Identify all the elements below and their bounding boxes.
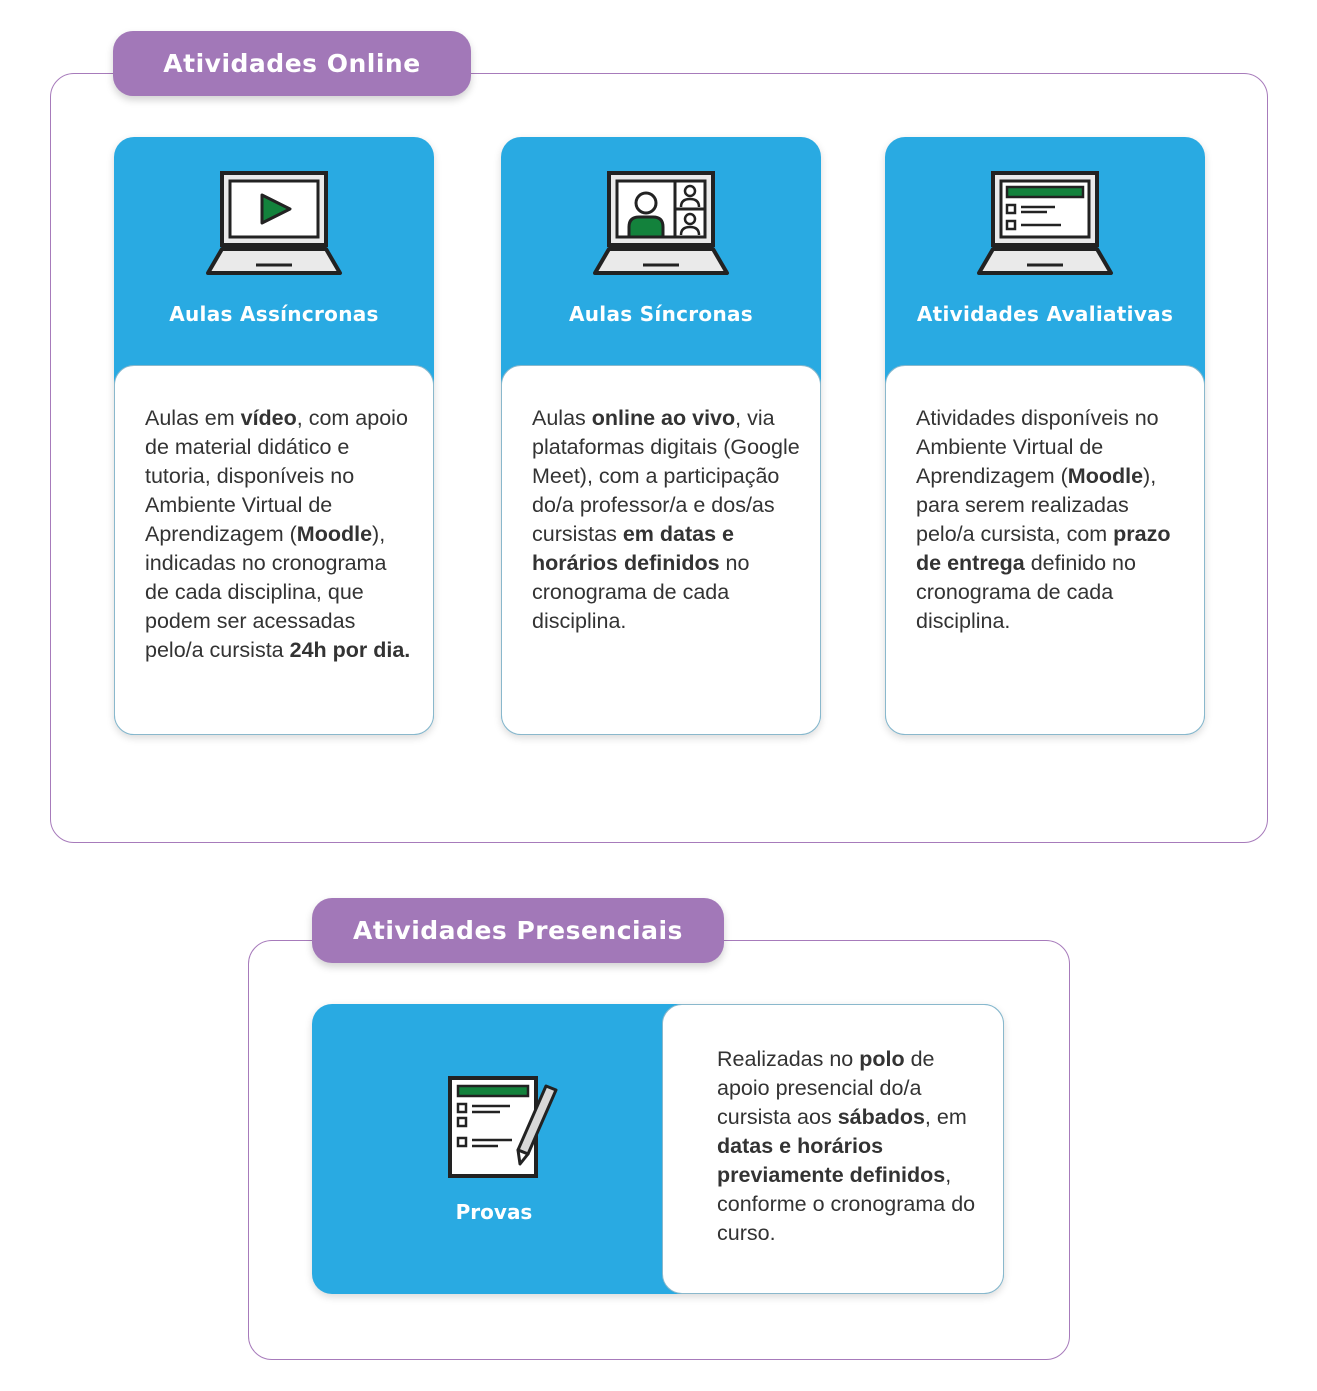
emphasis-text: polo: [859, 1047, 905, 1071]
video-laptop-icon: [206, 171, 342, 275]
card-description: Aulas online ao vivo, via plataformas di…: [501, 365, 821, 735]
video-call-laptop-icon: [593, 171, 729, 275]
exam-sheet-pencil-icon: [448, 1076, 558, 1178]
card-title: Aulas Assíncronas: [169, 302, 379, 326]
emphasis-text: 24h por dia.: [289, 638, 411, 662]
card-description: Atividades disponíveis no Ambiente Virtu…: [885, 365, 1205, 735]
emphasis-text: prazo de entrega: [916, 522, 1171, 575]
card-aulas-assincronas: Aulas Assíncronas Aulas em vídeo, com ap…: [114, 137, 434, 735]
card-description: Aulas em vídeo, com apoio de material di…: [114, 365, 434, 735]
card-atividades-avaliativas: Atividades Avaliativas Atividades dispon…: [885, 137, 1205, 735]
emphasis-text: Moodle: [296, 522, 373, 546]
emphasis-text: online ao vivo: [591, 406, 736, 430]
card-aulas-sincronas: Aulas Síncronas Aulas online ao vivo, vi…: [501, 137, 821, 735]
card-title: Aulas Síncronas: [568, 302, 754, 326]
emphasis-text: datas e horários previamente definidos: [717, 1134, 946, 1187]
emphasis-text: Moodle: [1067, 464, 1144, 488]
checklist-laptop-icon: [977, 171, 1113, 275]
presencial-section-title: Atividades Presenciais: [312, 898, 724, 963]
card-header: Atividades Avaliativas: [885, 137, 1205, 367]
card-title: Atividades Avaliativas: [916, 302, 1174, 326]
emphasis-text: vídeo: [240, 406, 297, 430]
online-section-title: Atividades Online: [113, 31, 471, 96]
card-header: Aulas Assíncronas: [114, 137, 434, 367]
card-title: Provas: [455, 1200, 533, 1224]
emphasis-text: em datas e horários definidos: [532, 522, 734, 575]
emphasis-text: sábados: [837, 1105, 925, 1129]
card-header: Aulas Síncronas: [501, 137, 821, 367]
card-description: Realizadas no polo de apoio presencial d…: [662, 1004, 1004, 1294]
card-provas: Provas Realizadas no polo de apoio prese…: [312, 1004, 1004, 1294]
